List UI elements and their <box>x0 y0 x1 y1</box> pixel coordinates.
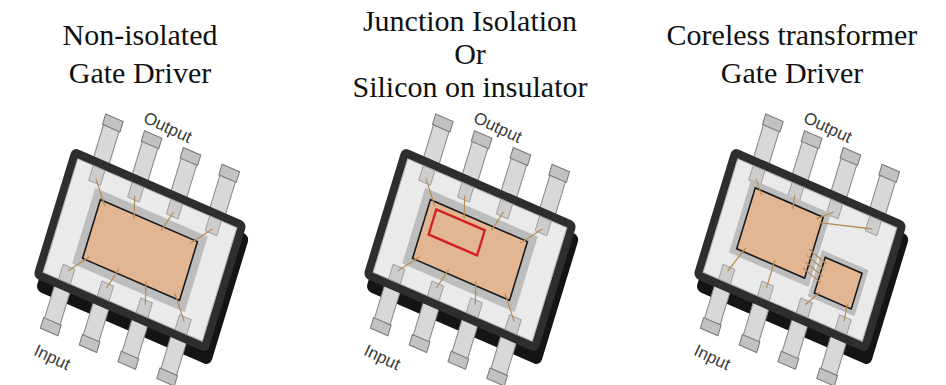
soic-package <box>680 105 926 385</box>
output-side-label: Output <box>471 108 526 148</box>
input-side-label: Input <box>361 341 404 375</box>
heading-text: Junction Isolation <box>320 4 620 38</box>
chip-package: OutputInput <box>10 100 280 383</box>
soic-package <box>350 105 596 385</box>
heading-text: Coreless transformer Gate Driver <box>647 16 937 92</box>
output-side-label: Output <box>141 108 196 148</box>
chip-package: OutputInput <box>670 100 936 383</box>
isolation-region <box>429 209 485 255</box>
input-side-label: Input <box>31 341 74 375</box>
output-die <box>737 188 823 278</box>
output-side-label: Output <box>801 108 856 148</box>
heading-text: Silicon on insulator <box>320 70 620 104</box>
input-side-label: Input <box>691 341 734 375</box>
input-die <box>814 257 862 309</box>
heading-text: Or <box>320 37 620 71</box>
soic-package <box>20 105 266 385</box>
chip-package: OutputInput <box>340 100 610 383</box>
heading-text: Non-isolated Gate Driver <box>35 16 245 92</box>
